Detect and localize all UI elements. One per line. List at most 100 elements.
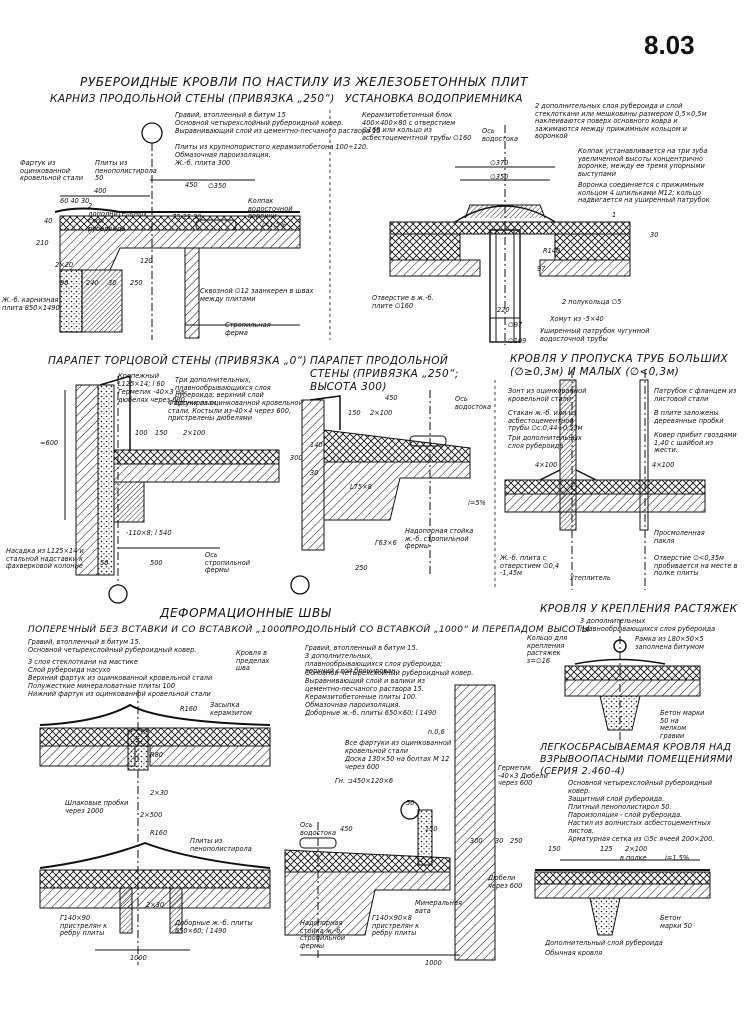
parapet-prodol-dim-2x100: 2×100 (370, 409, 393, 417)
karniz-note-2: Основной четырехслойный рубероидный кове… (175, 119, 344, 127)
prodol-nadopor: Надопорная стойка ж.-б. стропильной ферм… (300, 919, 346, 950)
poper-note-1: Гравий, втопленный в битум 15. (28, 638, 141, 646)
karniz-dim-400: 400 (94, 187, 107, 195)
poper-dim-r80: R80 (150, 751, 163, 759)
prodol-dim-1000: 1000 (425, 959, 442, 967)
vodopr-dop-label: 2 дополнительных слоя рубероида и слой с… (535, 102, 707, 141)
parapet-prodol-dim-300: 300 (290, 454, 303, 462)
deform-prodol-detail (284, 684, 496, 961)
karniz-dim-752530: 75 25 30 (172, 213, 202, 221)
karniz-dim-120: 120 (140, 257, 153, 265)
vodopr-dim-370: ∅370 (490, 159, 509, 167)
prodol-note-6: Обмазочная пароизоляция. (305, 701, 401, 709)
prodol-os: Ось водостока (300, 821, 337, 837)
legk-note-2: Защитный слой рубероида. (568, 795, 665, 803)
vodopr-dim-97b: 97 (537, 265, 546, 273)
karniz-note-1: Гравий, втопленный в битум 15 (175, 111, 286, 119)
vodopriemnik-title: УСТАНОВКА ВОДОПРИЕМНИКА (345, 93, 523, 105)
parapet-torc-detail (64, 374, 280, 604)
propusk-stakan: Стакан ж.-б. или из асбестоцементной тру… (508, 409, 583, 433)
legkosbr-detail (534, 859, 711, 936)
prodol-note-1: Гравий, втопленный в битум 15. (305, 644, 418, 652)
rast-kolco: Кольцо для крепления растяжек s=∅16 (527, 634, 568, 665)
karniz-note-3: Выравнивающий слой из цементно-песчаного… (175, 127, 381, 135)
parapet-torc-nasadka: Насадка из L125×14 и стальной надставки … (6, 547, 84, 571)
prodol-note-7: Доборные ж.-б. плиты 650×60; l 1490 (305, 709, 437, 717)
prodol-doska: Доска 130×50 на болтах М 12 через 600 (345, 755, 450, 771)
karniz-dim-450: 450 (185, 181, 198, 189)
prodol-dim-50: 50 (406, 799, 415, 807)
rastyazhki-detail (564, 620, 701, 740)
legk-beton: Бетон марки 50 (660, 914, 692, 930)
prodol-gn: Гн. ⊐450×120×6 (335, 777, 394, 785)
parapet-torc-tri: Три дополнительных, плавнообрывающихся с… (175, 376, 271, 407)
karniz-note-6: Ж.-б. плита 300 (175, 159, 231, 167)
poper-note-6: Полужесткие минераловатные плиты 100 (28, 682, 176, 690)
legk-v-polke: в полке (620, 854, 647, 862)
poper-dim-2x30b: 2×30 (146, 901, 165, 909)
vodopr-dim-220: 220 (497, 306, 510, 314)
parapet-torc-dim-100: 100 (135, 429, 148, 437)
prodol-note-5: Керамзитобетонные плиты 100. (305, 693, 418, 701)
rast-tri: 3 дополнительных плавнообрывающихся слоя… (580, 617, 716, 633)
vodopr-dim-30: 30 (650, 231, 659, 239)
vodopr-patrubok-label: Уширенный патрубок чугунной водосточной … (540, 327, 650, 343)
karniz-skvoz-label: Сквозной ∅12 заанкерен в швах между плит… (200, 287, 314, 303)
propusk-kover: Ковер прибит гвоздями 1,40 с шайбой из ж… (654, 431, 737, 455)
vodopr-voronka-label: Воронка соединяется с прижимным кольцом … (578, 181, 710, 205)
poper-note-5: Верхний фартук из оцинкованной кровельно… (28, 674, 213, 682)
karniz-dim-2x20: 2×20 (55, 261, 74, 269)
deform-poper-title: ПОПЕРЕЧНЫЙ БЕЗ ВСТАВКИ И СО ВСТАВКОЙ „10… (28, 625, 291, 635)
parapet-torc-title: ПАРАПЕТ ТОРЦОВОЙ СТЕНЫ (ПРИВЯЗКА „0“) (48, 355, 308, 367)
karniz-slope: i=1,5% (262, 221, 287, 229)
propusk-dim-right: 4×100 (652, 461, 675, 469)
propusk-plita: Ж.-б. плита с отверстием ∅0,4 -1,45м (500, 554, 560, 578)
propusk-title: КРОВЛЯ У ПРОПУСКА ТРУБ БОЛЬШИХ (∅≥0,3м) … (510, 353, 729, 378)
legk-dim-2x100: 2×100 (625, 845, 648, 853)
vodopr-dim-1: 1 (612, 211, 617, 219)
deform-prodol-title: ПРОДОЛЬНЫЙ СО ВСТАВКОЙ „1000“ И ПЕРЕПАДО… (285, 625, 590, 635)
propusk-paklya: Просмоленная пакля (654, 529, 705, 545)
prodol-note-2: 3 дополнительных, плавнообрывающихся сло… (305, 652, 443, 676)
parapet-torc-dim-110: -110×8; l 540 (126, 529, 172, 537)
vodopr-dim-350: ∅350 (490, 173, 509, 181)
karniz-zhb-label: Ж.-б. карнизная плита 850×1490 (2, 296, 60, 312)
propusk-tri: Три дополнительных слоя рубероида (508, 434, 582, 450)
parapet-prodol-dim-30: 30 (310, 469, 319, 477)
parapet-prodol-dim-150: 150 (348, 409, 361, 417)
parapet-prodol-dim-250: 250 (355, 564, 368, 572)
legk-note-4: Пароизоляция - слой рубероида. (568, 811, 683, 819)
karniz-note-5: Обмазочная пароизоляция. (175, 151, 271, 159)
karniz-title: КАРНИЗ ПРОДОЛЬНОЙ СТЕНЫ (ПРИВЯЗКА „250“) (50, 93, 335, 105)
poper-dim-2x30: 2×30 (150, 789, 169, 797)
prodol-note-4: Выравнивающий слой и валики из цементно-… (305, 677, 426, 693)
karniz-dop-label: 2 дополнительных слоя рубероида (88, 202, 148, 233)
parapet-torc-dim-150: 150 (155, 429, 168, 437)
rast-ramka: Рамка из L80×50×5 заполнена битумом (635, 635, 704, 651)
parapet-torc-kreplen: Крепежный L125×14; l 60 (118, 372, 165, 388)
prodol-note-3: Основной четырехслойный рубероидный кове… (305, 669, 474, 677)
main-title: РУБЕРОИДНЫЕ КРОВЛИ ПО НАСТИЛУ ИЗ ЖЕЛЕЗОБ… (80, 75, 529, 89)
karniz-plity-label: Плиты из пенополистирола 50 (95, 159, 157, 183)
karniz-note-4: Плиты из крупнопористого керамзитобетона… (175, 143, 369, 151)
poper-g140: Г140×90 пристрелян к ребру плиты (60, 914, 108, 938)
poper-krovlya: Кровля в пределах шва (236, 649, 270, 673)
vodopr-dim-109: ∅109 (508, 337, 527, 345)
prodol-vata: Минеральная вата (415, 899, 462, 915)
prodol-dubeli: Дюбели через 600 (488, 874, 523, 890)
section-separators (329, 110, 496, 590)
parapet-prodol-detail (290, 390, 471, 595)
page-number: 8.03 (644, 30, 695, 60)
parapet-torc-os: Ось стропильной фермы (205, 551, 251, 575)
parapet-prodol-l75: L75×8 (350, 483, 372, 491)
poper-dim-1000: 1000 (130, 954, 147, 962)
deform-title: ДЕФОРМАЦИОННЫЕ ШВЫ (160, 606, 332, 620)
vodopr-dim-r140: R140 (543, 247, 561, 255)
poper-plity: Плиты из пенополистирола (190, 837, 252, 853)
rast-beton: Бетон марки 50 на мелком гравии (660, 709, 705, 740)
parapet-prodol-slope: i=5% (468, 499, 486, 507)
legk-dop: Дополнительный слой рубероида (545, 939, 663, 947)
vodopriemnik-detail (389, 125, 631, 345)
